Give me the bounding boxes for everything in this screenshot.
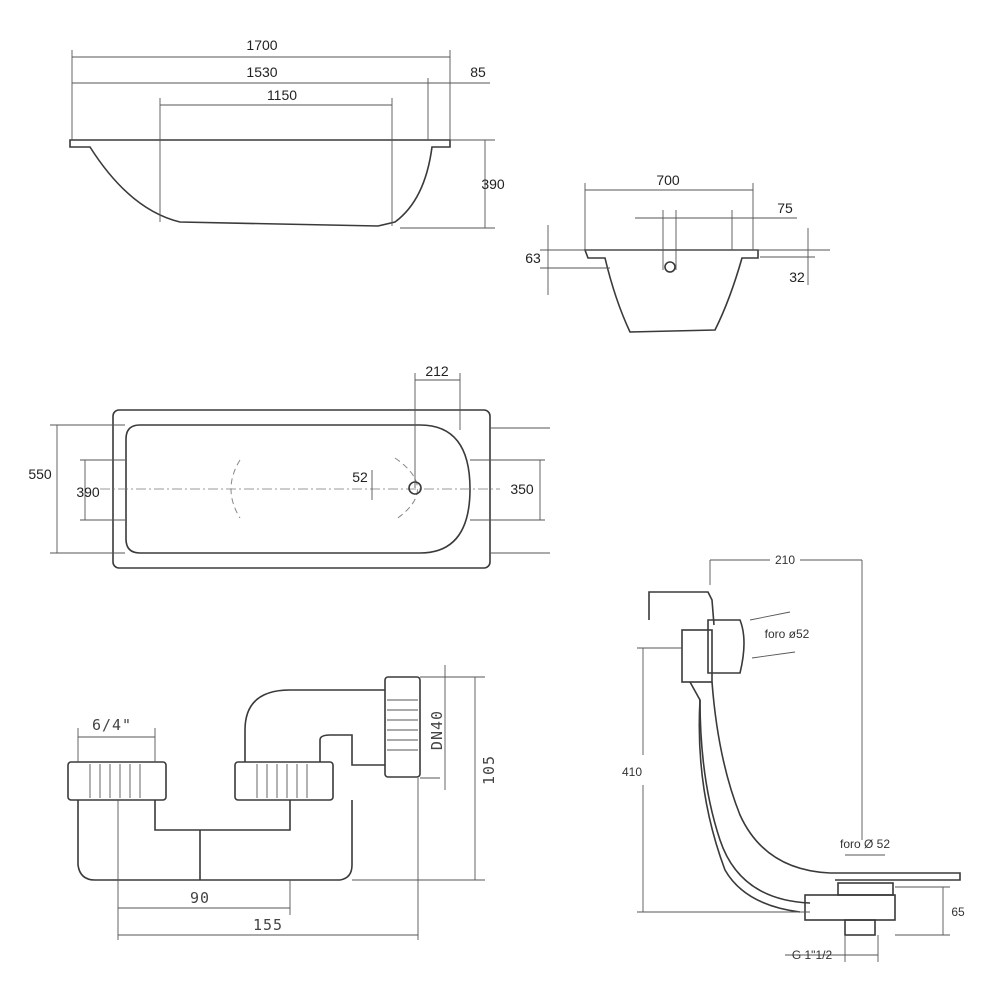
siphon-view: 6/4" DN40 105 90 155: [67, 665, 498, 940]
waste-overflow-view: 210 foro ø52 410 foro Ø 52 65 G 1"1/2: [622, 553, 965, 962]
dim-height: 410: [622, 765, 642, 779]
dim-length-total: 1700: [246, 37, 277, 53]
end-view: 700 75 63 32: [525, 172, 830, 333]
label-drain-hole: foro Ø 52: [840, 837, 890, 851]
dim-rim-height: 32: [789, 269, 805, 285]
dim-dn: DN40: [428, 710, 446, 750]
dim-drain-offset: 212: [425, 363, 449, 379]
dim-width: 700: [656, 172, 680, 188]
dim-length: 155: [253, 916, 283, 934]
dim-thread: 6/4": [92, 716, 132, 734]
dim-drain-diameter: 52: [352, 469, 368, 485]
dim-rim-offset: 85: [470, 64, 486, 80]
side-view: 1700 1530 85 1150 390: [69, 37, 505, 229]
dim-height: 105: [480, 755, 498, 785]
dim-overflow-offset: 75: [777, 200, 793, 216]
dim-inner-width: 390: [76, 484, 100, 500]
dim-outer-width: 550: [28, 466, 52, 482]
dim-overflow-height: 63: [525, 250, 541, 266]
dim-horizontal: 210: [775, 553, 795, 567]
dim-depth: 390: [481, 176, 505, 192]
dim-spacing: 90: [190, 889, 210, 907]
top-view: 212 550 390 52 350: [28, 363, 550, 569]
dim-length-inner: 1530: [246, 64, 277, 80]
dim-end-width: 350: [510, 481, 534, 497]
dim-drain-height: 65: [951, 905, 965, 919]
label-overflow-hole: foro ø52: [765, 627, 810, 641]
dim-thread: G 1"1/2: [792, 948, 833, 962]
dim-bottom-length: 1150: [267, 87, 297, 103]
